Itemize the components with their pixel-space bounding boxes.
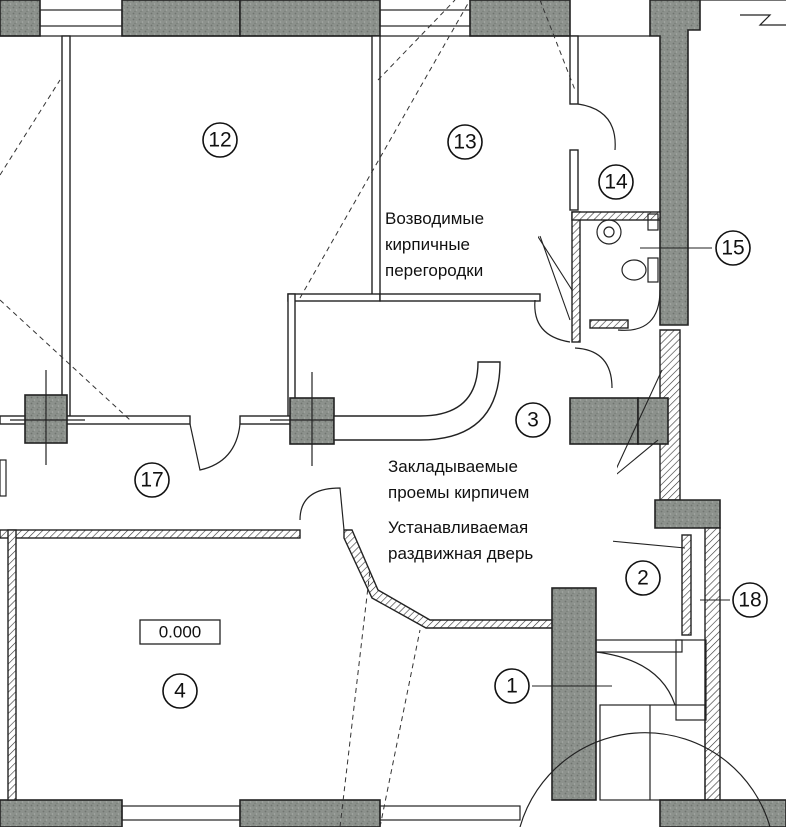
room-17-number: 17: [140, 469, 163, 492]
room-18-marker: 18: [732, 582, 768, 618]
note-openings: Закладываемые проемы кирпичем: [385, 455, 617, 507]
dashed-lines: [0, 0, 576, 827]
room-17-marker: 17: [134, 462, 170, 498]
interior-walls-upper: [0, 35, 579, 425]
room-1-number: 1: [506, 675, 518, 698]
room-12-number: 12: [208, 129, 231, 152]
leader-lines: [532, 231, 730, 687]
note-partitions-line-3: перегородки: [385, 261, 483, 280]
room-12-marker: 12: [202, 122, 238, 158]
room-15-marker: 15: [715, 230, 751, 266]
room-13-marker: 13: [447, 124, 483, 160]
room-3-marker: 3: [515, 402, 551, 438]
room-14-number: 14: [604, 171, 628, 194]
note-sliding-door-line-1: Устанавливаемая: [388, 518, 528, 537]
room-2-marker: 2: [625, 560, 661, 596]
room-13-number: 13: [453, 131, 476, 154]
bathroom-block: [534, 103, 669, 445]
note-partitions-line-1: Возводимые: [385, 209, 484, 228]
note-openings-line-2: проемы кирпичем: [388, 483, 529, 502]
left-stub: [0, 459, 7, 497]
level-mark: 0.000: [139, 619, 221, 645]
door-swings-mid: [189, 423, 345, 531]
note-sliding-door: Устанавливаемая раздвижная дверь: [385, 515, 613, 567]
room-1-marker: 1: [494, 668, 530, 704]
note-sliding-door-line-2: раздвижная дверь: [388, 544, 533, 563]
note-partitions-line-2: кирпичные: [385, 235, 470, 254]
column-left: [10, 370, 85, 465]
room-14-marker: 14: [598, 164, 634, 200]
exterior-wall-right: [649, 0, 786, 801]
room-15-number: 15: [721, 237, 744, 260]
room-18-number: 18: [738, 589, 761, 612]
note-openings-line-1: Закладываемые: [388, 457, 518, 476]
note-partitions: Возводимые кирпичные перегородки: [382, 208, 538, 282]
column-center: [270, 372, 352, 466]
interior-walls-lower: [0, 529, 771, 827]
curved-partition: [333, 361, 501, 441]
level-mark-value: 0.000: [159, 623, 202, 642]
room-4-marker: 4: [162, 673, 198, 709]
exterior-wall-top: [0, 0, 650, 37]
room-2-number: 2: [637, 567, 649, 590]
room-4-number: 4: [174, 680, 186, 703]
exterior-wall-bottom: [0, 799, 786, 827]
room-3-number: 3: [527, 409, 539, 432]
